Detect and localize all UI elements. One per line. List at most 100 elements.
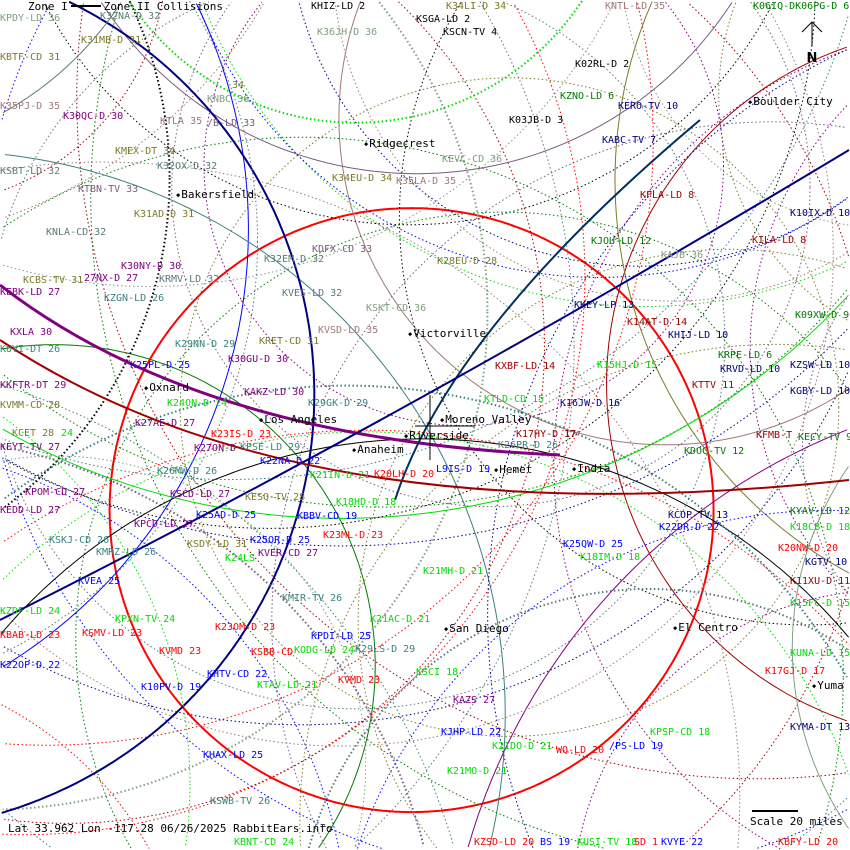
station-label[interactable]: K25OR-D 25 [250,535,311,546]
station-label[interactable]: KTTV 11 [692,380,735,391]
station-label[interactable]: K27ON-D [194,443,237,454]
station-label[interactable]: KODG-LD 24 [294,645,355,656]
station-label[interactable]: L9IS-D 19 [436,464,491,475]
station-label[interactable]: K10PV-D 19 [141,682,202,693]
station-label[interactable]: KTBN-TV 33 [78,184,139,195]
station-label[interactable]: K15HJ-D 15 [597,360,658,371]
station-label[interactable]: KSKT-CD 36 [366,303,427,314]
station-label[interactable]: KPDI-LD 25 [311,631,372,642]
station-label[interactable]: K35LA-D 35 [396,176,457,187]
station-label[interactable]: K34LI-D 34 [446,1,507,12]
station-label[interactable]: KKEY-LP 13 [574,300,635,311]
station-label[interactable]: KSDY-LD 31 [187,539,248,550]
station-label[interactable]: KMEX-DT 34 [115,146,176,157]
station-label[interactable]: KPSE-LD 29 [240,442,301,453]
station-label[interactable]: K17HY-D 17 [516,429,577,440]
station-label[interactable]: KBTF-CD 31 [0,52,61,63]
station-label[interactable]: KEDD-LD 27 [0,505,61,516]
station-label[interactable]: KECY-TV 9 [798,432,850,443]
station-label[interactable]: KSBB-CD [251,647,294,658]
station-label[interactable]: KVEA 25 [78,576,121,587]
station-label[interactable]: K09XW-D 9 [795,310,850,321]
station-label[interactable]: KHIZ-LD 2 [311,1,366,12]
station-label[interactable]: K22NA-D 22 [260,456,321,467]
station-label[interactable]: KESQ-TV 28 [245,492,306,503]
station-label[interactable]: KUNA-LD 15 [790,648,850,659]
station-label[interactable]: KTAV-LD 21 [257,680,318,691]
station-label[interactable]: K17GJ-D 17 [765,666,826,677]
station-label[interactable]: K21MO-D 21 [447,766,508,777]
station-label[interactable]: KZNO-LD 6 [560,91,615,102]
station-label[interactable]: KVSD-LD 35 [318,325,379,336]
station-label[interactable]: KVMD 23 [338,675,381,686]
station-label[interactable]: K26PR-D 26 [498,440,559,451]
station-label[interactable]: K06IQ-DK06PG-D 6 [753,1,850,12]
station-label[interactable]: KZGN-LD 26 [104,293,165,304]
station-label[interactable]: KCET 28 [12,428,55,439]
station-label[interactable]: KYMA-DT 13 [790,722,850,733]
station-label[interactable]: KZDF-LD 24 [0,606,61,617]
station-label[interactable]: KAKZ-LD 30 [244,387,305,398]
station-label[interactable]: K25AD-D 25 [196,510,257,521]
station-label[interactable]: K18CB-D 18 [790,522,850,533]
station-label[interactable]: K32EM-D 32 [264,254,325,265]
station-label[interactable]: KRVD-LD 10 [720,364,781,375]
station-label[interactable]: KMIR-TV 26 [282,593,343,604]
station-label[interactable]: KKFTR-DT 29 [0,380,67,391]
station-label[interactable]: K21MH-D 21 [423,566,484,577]
station-label[interactable]: KPCD-LD 27 [134,519,195,530]
station-label[interactable]: K30QC-D 30 [63,111,124,122]
station-label[interactable]: 27NX-D 27 [84,273,139,284]
station-label[interactable]: KXBF-LD 14 [495,361,556,372]
station-label[interactable]: KNLA-CD 32 [46,227,107,238]
station-label[interactable]: KDOC-TV 12 [684,446,745,457]
station-label[interactable]: K21IN-D 21 [310,470,371,481]
station-label[interactable]: K29LS-D 29 [355,644,416,655]
station-label[interactable]: KZSD-LD 20 [474,837,535,848]
station-label[interactable]: K25QW-D 25 [563,539,624,550]
station-label[interactable]: K35PJ-D 35 [0,101,61,112]
station-label[interactable]: KVES-LD 32 [282,288,343,299]
station-label[interactable]: KRMV-LD 32 [159,274,220,285]
station-label[interactable]: K20NW-D 20 [778,543,839,554]
station-label[interactable]: K23IS-D 23 [211,429,272,440]
station-label[interactable]: BS 19 [540,837,571,848]
station-label[interactable]: K23OM-D 23 [215,622,276,633]
station-label[interactable]: KBFY-LD 20 [778,837,839,848]
station-label[interactable]: K18IM-D 18 [580,552,641,563]
station-label[interactable]: KJOU-LD 12 [591,236,652,247]
station-label[interactable]: /PS-LD 19 [609,741,664,752]
station-label[interactable]: KXLA 30 [10,327,53,338]
station-label[interactable]: KHIJ-LD 10 [668,330,729,341]
station-label[interactable]: KBBV-CD 19 [297,511,358,522]
station-label[interactable]: K24LS [225,553,256,564]
station-label[interactable]: KBAB-LD 23 [0,630,61,641]
station-label[interactable]: K21AC-D 21 [370,614,431,625]
station-label[interactable]: KCOP-TV 13 [668,510,729,521]
station-label[interactable]: K24ON-D 24 [167,398,228,409]
station-label[interactable]: KSWB-TV 26 [210,796,271,807]
station-label[interactable]: KVYE 22 [661,837,704,848]
station-label[interactable]: KAZS 27 [453,695,496,706]
station-label[interactable]: K36JH-D 36 [317,27,378,38]
station-label[interactable]: K18HD-D 18 [336,497,397,508]
station-label[interactable]: KGBY-LD 10 [790,386,850,397]
station-label[interactable]: K27AE-D 27 [135,418,196,429]
station-label[interactable]: K21DO-D 21 [492,741,553,752]
station-label[interactable]: KHTV-CD 22 [207,669,268,680]
station-label[interactable]: KILA-LD 8 [752,235,807,246]
station-label[interactable]: KPOM-CD 27 [25,487,86,498]
station-label[interactable]: K23ML-D 23 [323,530,384,541]
station-label[interactable]: KVER-CD 27 [258,548,319,559]
station-label[interactable]: K31AD-D 31 [134,209,195,220]
station-label[interactable]: KSBT-LD 32 [0,166,61,177]
station-label[interactable]: KRPE-LD 6 [718,350,773,361]
station-label[interactable]: KCBS-TV 31 [23,275,84,286]
station-label[interactable]: 17 [564,429,577,440]
station-label[interactable]: KGTV 10 [805,557,848,568]
station-label[interactable]: KSGA-LD 2 [416,14,471,25]
station-label[interactable]: K03JB-D 3 [509,115,564,126]
station-label[interactable]: KSCI 18 [416,667,459,678]
station-label[interactable]: K29GK-D 29 [308,398,369,409]
station-label[interactable]: KSKJ-CD 26 [49,535,110,546]
